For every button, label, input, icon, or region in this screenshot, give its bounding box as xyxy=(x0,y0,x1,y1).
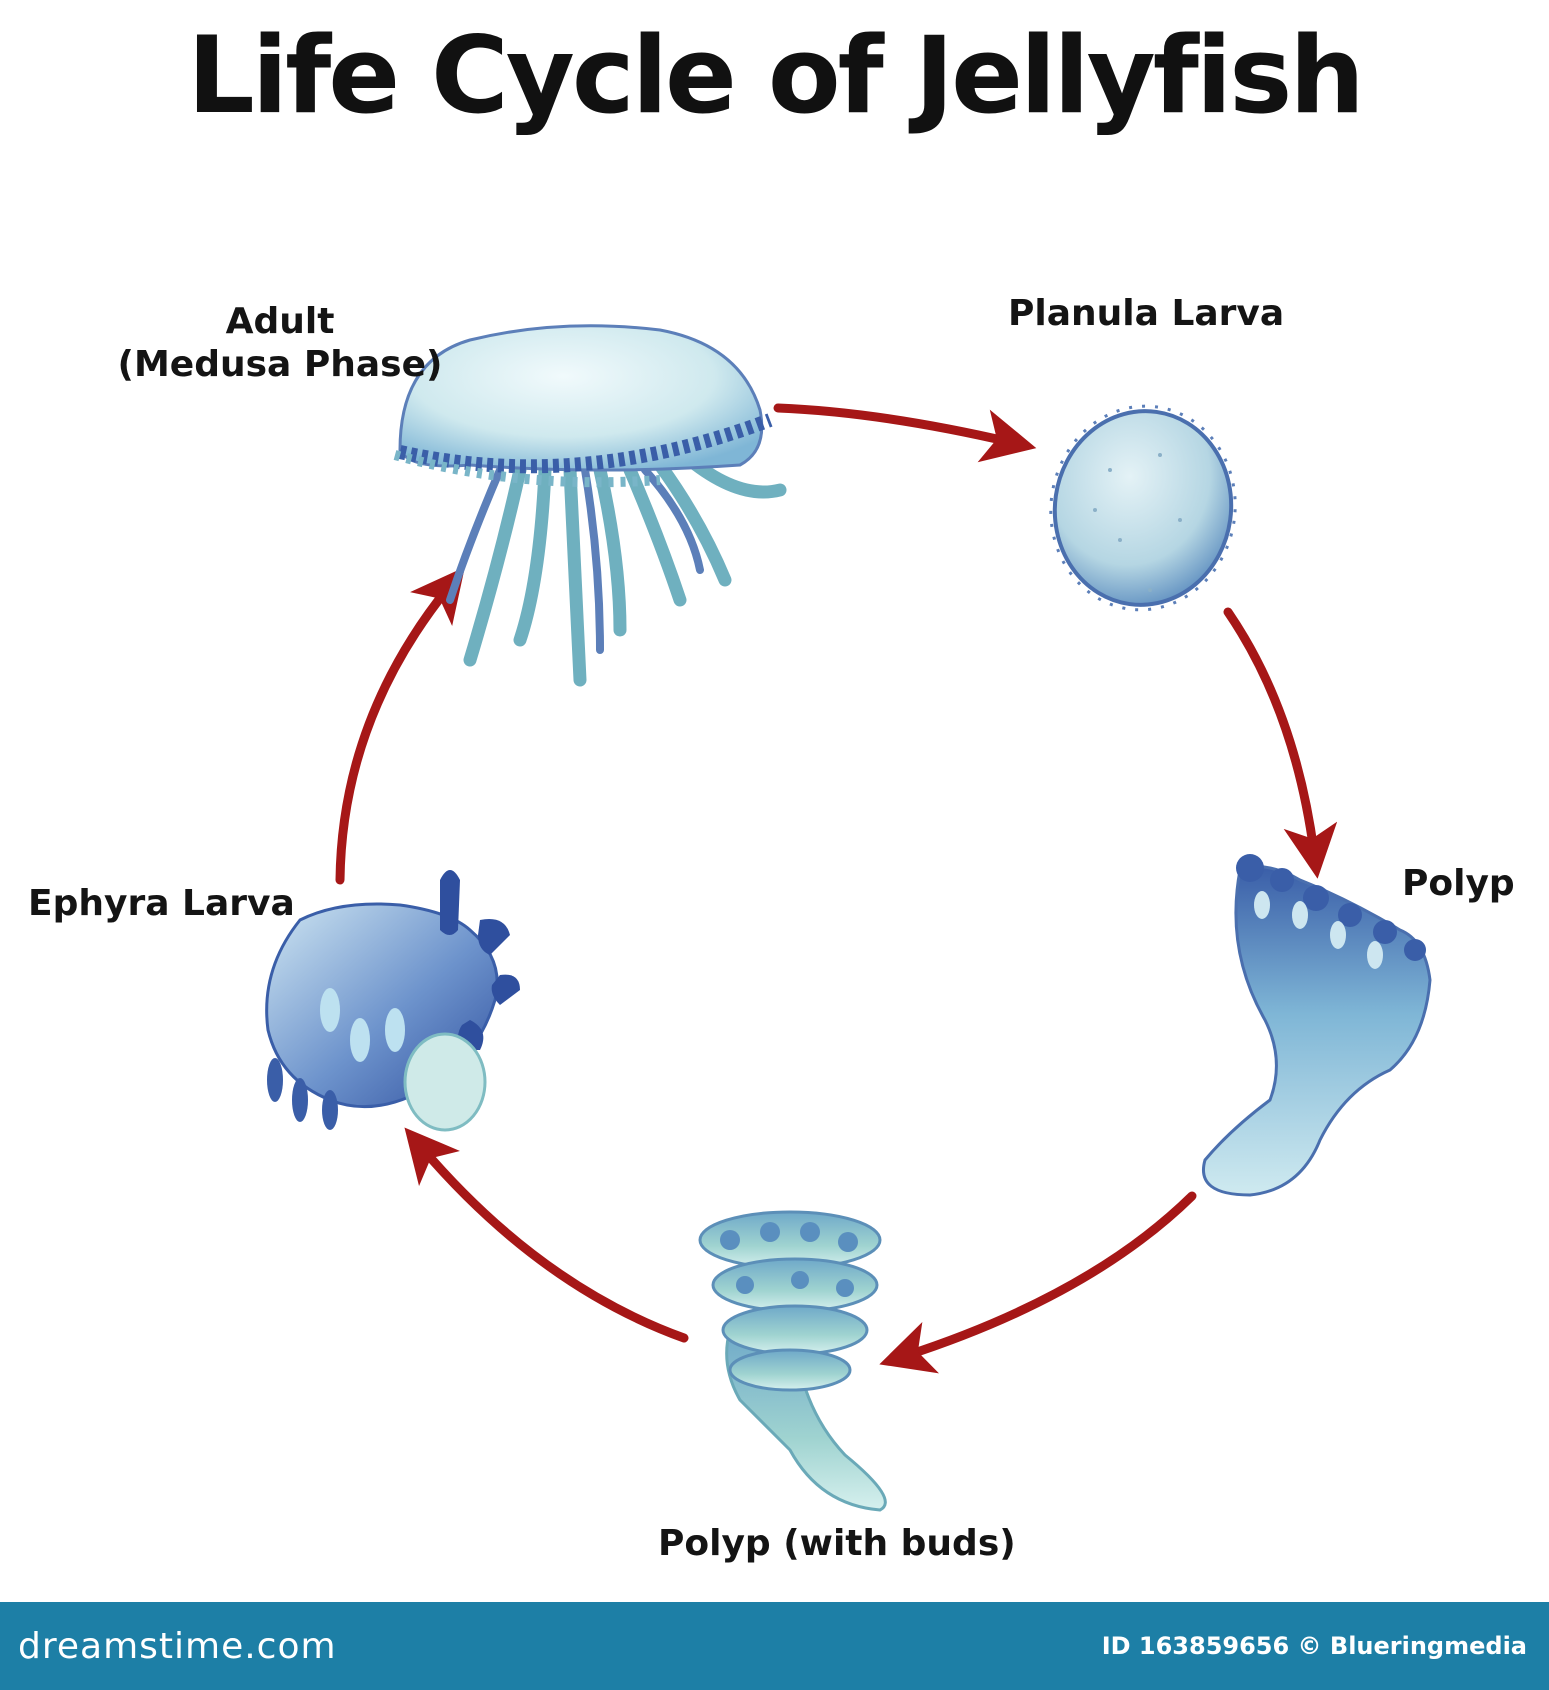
label-adult-line2: (Medusa Phase) xyxy=(117,344,443,386)
arrow-adult-to-planula xyxy=(773,403,1037,463)
footer-brand: dreamstime.com xyxy=(18,1626,337,1667)
polyp-with-buds-illustration xyxy=(698,1210,887,1512)
footer-bar: dreamstime.com ID 163859656 © Blueringme… xyxy=(0,1602,1549,1690)
ephyra-larva-illustration xyxy=(265,870,520,1132)
adult-medusa-illustration xyxy=(393,324,787,687)
planula-larva-illustration xyxy=(1049,404,1237,612)
label-adult-line1: Adult xyxy=(225,301,335,342)
label-ephyra-larva: Ephyra Larva xyxy=(28,883,295,924)
cycle-arrows xyxy=(335,403,1338,1374)
life-cycle-diagram xyxy=(265,324,1432,1512)
label-adult-medusa: Adult (Medusa Phase) xyxy=(100,300,460,386)
footer-credit: ID 163859656 © Blueringmedia xyxy=(1101,1632,1527,1660)
label-polyp-with-buds: Polyp (with buds) xyxy=(658,1523,1016,1564)
label-planula-larva: Planula Larva xyxy=(1008,293,1285,334)
arrow-planula-to-polyp xyxy=(1223,607,1338,879)
polyp-illustration xyxy=(1202,854,1432,1197)
diagram-title: Life Cycle of Jellyfish xyxy=(187,14,1365,137)
label-polyp: Polyp xyxy=(1402,863,1515,904)
arrow-ephyra-to-adult xyxy=(335,566,465,885)
arrow-buds-to-ephyra xyxy=(404,1127,689,1343)
arrow-polyp-to-buds xyxy=(879,1191,1197,1374)
